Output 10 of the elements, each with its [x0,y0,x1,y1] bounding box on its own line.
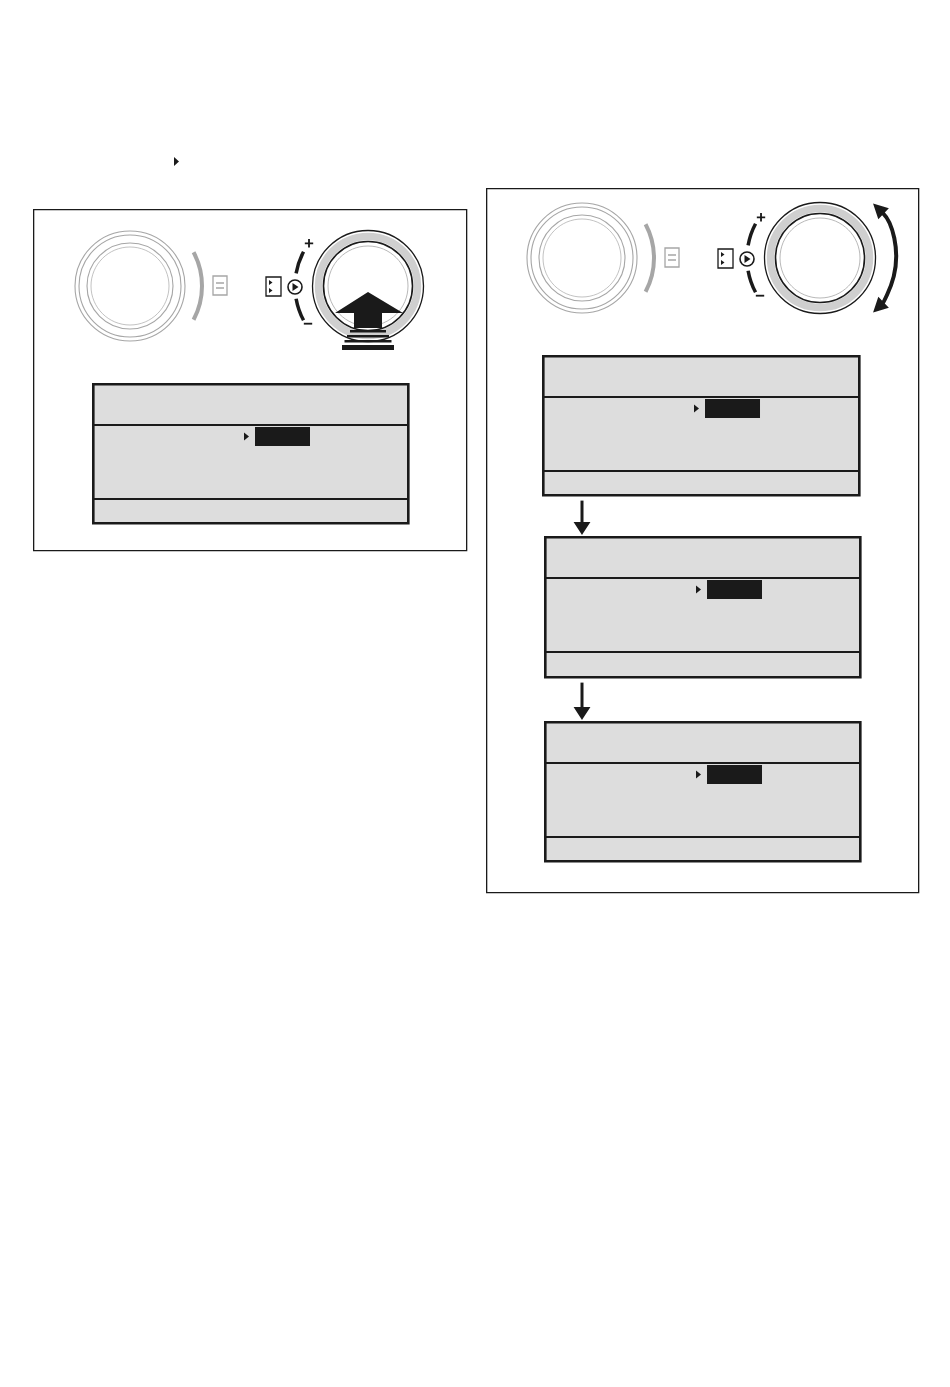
display-screen [544,721,862,863]
panel-frame [33,209,468,552]
display-screen [92,383,410,525]
display-screen [542,355,861,497]
scale-label: − [755,294,765,297]
display-screen [544,536,862,679]
scale-label: + [756,213,766,222]
scale-label: − [303,322,313,325]
panel-frame [486,188,920,894]
scale-label: + [304,239,314,248]
